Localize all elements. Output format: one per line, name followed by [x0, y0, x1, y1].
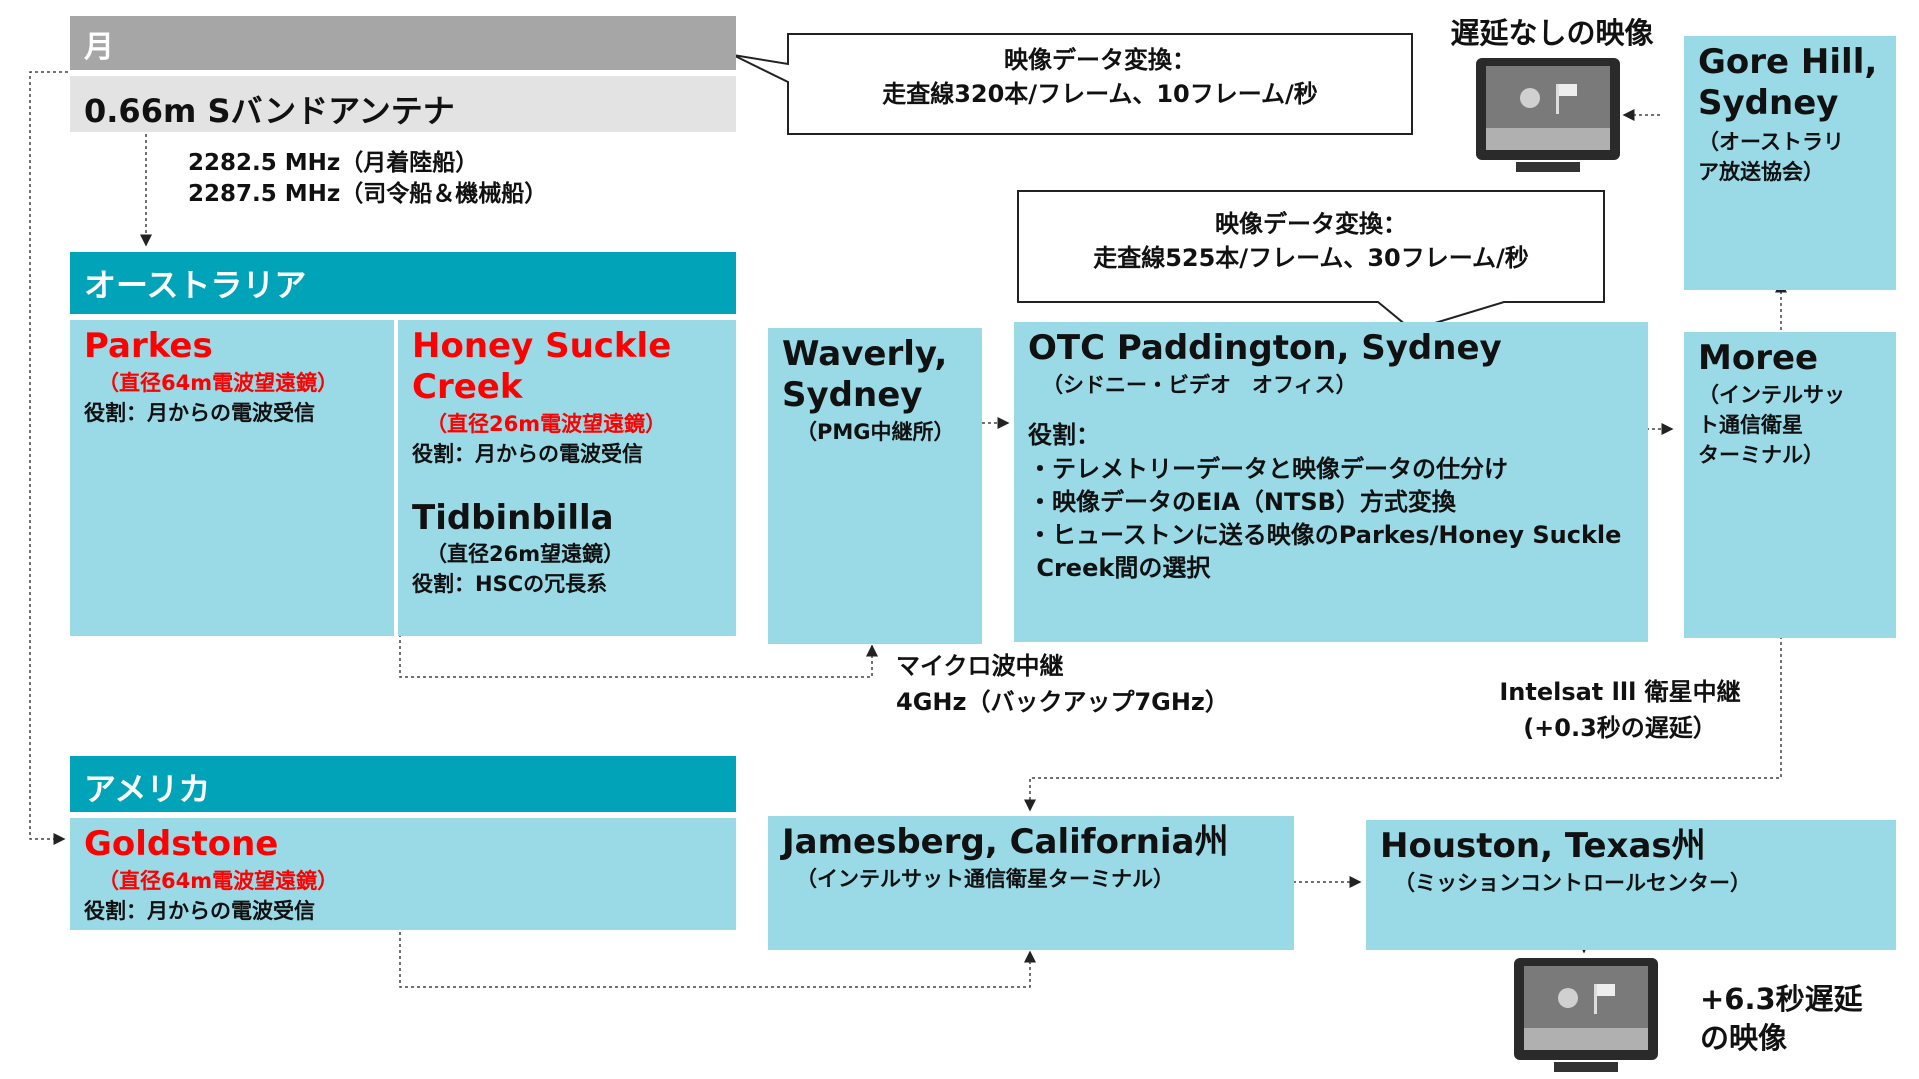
otc-box: OTC Paddington, Sydney （シドニー・ビデオ オフィス） 役… — [1014, 322, 1648, 642]
callout-top: 映像データ変換： 走査線320本/フレーム、10フレーム/秒 — [792, 44, 1408, 111]
callout-top-line-2: 走査線320本/フレーム、10フレーム/秒 — [882, 79, 1318, 108]
tidbinbilla-name: Tidbinbilla — [412, 497, 614, 538]
gore-hill-sub-1: （オーストラリ — [1698, 129, 1844, 154]
parkes-name: Parkes — [84, 326, 213, 366]
frequency-labels: 2282.5 MHz（月着陸船） 2287.5 MHz（司令船＆機械船） — [188, 146, 688, 211]
antenna-label: 0.66m Sバンドアンテナ — [70, 76, 736, 132]
houston-name: Houston, Texas州 — [1380, 826, 1706, 866]
tv-bottom-icon — [1514, 958, 1658, 1076]
goldstone-role: 役割：月からの電波受信 — [84, 898, 315, 923]
callout-mid-line-1: 映像データ変換： — [1215, 210, 1407, 238]
houston-box: Houston, Texas州 （ミッションコントロールセンター） — [1366, 820, 1896, 950]
honeysuckle-role: 役割：月からの電波受信 — [412, 441, 643, 466]
moree-sub-3: ターミナル） — [1698, 442, 1824, 467]
tv-bottom-line-2: の映像 — [1700, 1021, 1788, 1056]
honeysuckle-box: Honey Suckle Creek （直径26m電波望遠鏡） 役割：月からの電… — [398, 320, 736, 636]
tv-top-label: 遅延なしの映像 — [1450, 16, 1654, 50]
callout-top-shape — [732, 33, 1413, 135]
microwave-line-2: 4GHz（バックアップ7GHz） — [896, 688, 1229, 716]
moon-header: 月 — [70, 16, 736, 70]
waverly-sub: （PMG中継所） — [796, 419, 955, 444]
otc-role-item-1: ・テレメトリーデータと映像データの仕分け — [1028, 454, 1508, 483]
parkes-spec: （直径64m電波望遠鏡） — [98, 370, 339, 395]
america-header: アメリカ — [70, 756, 736, 812]
frequency-line-2: 2287.5 MHz（司令船＆機械船） — [188, 180, 548, 207]
otc-name: OTC Paddington, Sydney — [1028, 328, 1502, 368]
intelsat-line-2: (+0.3秒の遅延） — [1523, 714, 1717, 742]
intelsat-line-1: Intelsat lll 衛星中継 — [1499, 678, 1741, 706]
tv-top-icon — [1476, 58, 1620, 176]
callout-mid-shape — [1017, 190, 1605, 332]
jamesberg-sub: （インテルサット通信衛星ターミナル） — [796, 866, 1174, 891]
waverly-box: Waverly, Sydney （PMG中継所） — [768, 328, 982, 644]
goldstone-name: Goldstone — [84, 824, 279, 864]
honeysuckle-spec: （直径26m電波望遠鏡） — [426, 411, 667, 436]
jamesberg-box: Jamesberg, California州 （インテルサット通信衛星ターミナル… — [768, 816, 1294, 950]
gore-hill-name-2: Sydney — [1698, 82, 1839, 123]
callout-mid-line-2: 走査線525本/フレーム、30フレーム/秒 — [1093, 243, 1529, 272]
otc-role-header: 役割： — [1028, 420, 1100, 449]
parkes-box: Parkes （直径64m電波望遠鏡） 役割：月からの電波受信 — [70, 320, 394, 636]
otc-role-item-4: Creek間の選択 — [1028, 554, 1211, 583]
callout-top-line-1: 映像データ変換： — [1004, 46, 1196, 74]
gore-hill-name-1: Gore Hill, — [1698, 42, 1878, 82]
otc-role-item-3: ・ヒューストンに送る映像のParkes/Honey Suckle — [1028, 521, 1622, 550]
goldstone-box: Goldstone （直径64m電波望遠鏡） 役割：月からの電波受信 — [70, 818, 736, 930]
otc-sub: （シドニー・ビデオ オフィス） — [1042, 372, 1357, 397]
goldstone-spec: （直径64m電波望遠鏡） — [98, 868, 339, 893]
honeysuckle-name-1: Honey Suckle — [412, 326, 672, 366]
intelsat-label: Intelsat lll 衛星中継 (+0.3秒の遅延） — [1460, 674, 1780, 746]
parkes-role: 役割：月からの電波受信 — [84, 400, 315, 425]
gore-hill-box: Gore Hill, Sydney （オーストラリ ア放送協会） — [1684, 36, 1896, 290]
waverly-name-1: Waverly, — [782, 334, 948, 374]
tv-bottom-line-1: +6.3秒遅延 — [1700, 982, 1863, 1016]
tidbinbilla-role: 役割：HSCの冗長系 — [412, 572, 608, 597]
moree-sub-1: （インテルサッ — [1698, 382, 1845, 407]
frequency-line-1: 2282.5 MHz（月着陸船） — [188, 150, 479, 176]
tidbinbilla-spec: （直径26m望遠鏡） — [426, 542, 625, 567]
moree-name: Moree — [1698, 338, 1819, 378]
callout-mid: 映像データ変換： 走査線525本/フレーム、30フレーム/秒 — [1022, 208, 1600, 275]
otc-role-item-2: ・映像データのEIA（NTSB）方式変換 — [1028, 487, 1456, 516]
houston-sub: （ミッションコントロールセンター） — [1394, 870, 1751, 895]
jamesberg-name: Jamesberg, California州 — [782, 822, 1229, 862]
gore-hill-sub-2: ア放送協会） — [1698, 159, 1824, 184]
honeysuckle-name-2: Creek — [412, 366, 523, 407]
microwave-line-1: マイクロ波中継 — [896, 652, 1064, 680]
microwave-label: マイクロ波中継 4GHz（バックアップ7GHz） — [896, 648, 1316, 720]
tv-bottom-label: +6.3秒遅延 の映像 — [1700, 980, 1900, 1058]
moree-sub-2: ト通信衛星 — [1698, 412, 1803, 437]
australia-header: オーストラリア — [70, 252, 736, 314]
waverly-name-2: Sydney — [782, 374, 923, 415]
moree-box: Moree （インテルサッ ト通信衛星 ターミナル） — [1684, 332, 1896, 638]
